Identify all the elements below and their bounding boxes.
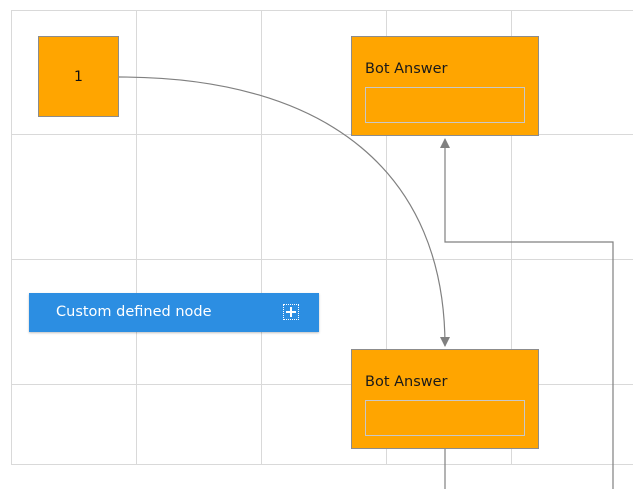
bot-answer-input[interactable] bbox=[365, 400, 525, 436]
connector-number-to-bot-answer-bottom[interactable] bbox=[118, 76, 450, 347]
custom-node-label: Custom defined node bbox=[56, 304, 212, 320]
bot-answer-node-top[interactable]: Bot Answer bbox=[351, 36, 539, 136]
connectors bbox=[118, 76, 614, 489]
bot-answer-title: Bot Answer bbox=[365, 61, 448, 77]
connector-into-bot-answer-top[interactable] bbox=[440, 138, 614, 489]
number-node[interactable]: 1 bbox=[38, 36, 119, 117]
bot-answer-node-bottom[interactable]: Bot Answer bbox=[351, 349, 539, 449]
plus-icon[interactable] bbox=[283, 304, 299, 320]
grid-border bbox=[11, 10, 633, 465]
bot-answer-input[interactable] bbox=[365, 87, 525, 123]
number-node-label: 1 bbox=[74, 68, 83, 85]
bot-answer-title: Bot Answer bbox=[365, 374, 448, 390]
custom-defined-node[interactable]: Custom defined node bbox=[29, 293, 319, 332]
